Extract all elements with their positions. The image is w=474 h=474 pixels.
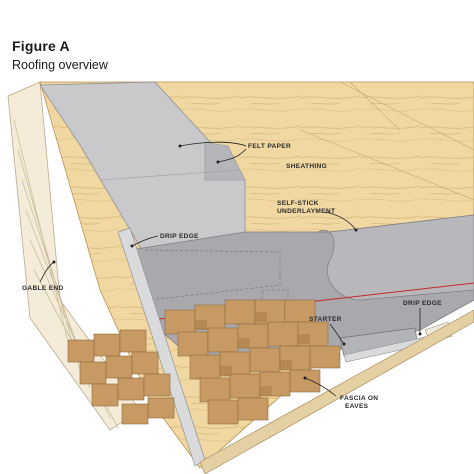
label-drip-edge-left: DRIP EDGE	[130, 233, 199, 248]
label-fascia-on-eaves: FASCIA ON EAVES	[303, 376, 378, 410]
svg-text:GABLE END: GABLE END	[22, 285, 64, 292]
svg-text:DRIP EDGE: DRIP EDGE	[403, 300, 442, 307]
label-self-stick-underlayment: SELF-STICK UNDERLAYMENT	[277, 200, 358, 232]
svg-text:STARTER: STARTER	[309, 316, 342, 323]
svg-text:SELF-STICK: SELF-STICK	[277, 200, 319, 207]
svg-text:EAVES: EAVES	[345, 403, 369, 410]
svg-text:FELT PAPER: FELT PAPER	[248, 143, 291, 150]
figure-subtitle: Roofing overview	[12, 58, 108, 72]
fascia-board	[199, 309, 474, 474]
label-gable-end: GABLE END	[22, 260, 64, 292]
label-starter: STARTER	[309, 316, 346, 346]
svg-text:UNDERLAYMENT: UNDERLAYMENT	[277, 208, 335, 215]
label-sheathing: SHEATHING	[286, 163, 327, 170]
underlayment-curl	[316, 214, 474, 301]
label-felt-paper: FELT PAPER	[178, 141, 291, 164]
svg-text:FASCIA ON: FASCIA ON	[340, 395, 378, 402]
shingle-field	[67, 299, 341, 425]
figure-title: Figure A	[12, 38, 70, 54]
svg-text:DRIP EDGE: DRIP EDGE	[160, 233, 199, 240]
label-drip-edge-right: DRIP EDGE	[403, 300, 442, 336]
